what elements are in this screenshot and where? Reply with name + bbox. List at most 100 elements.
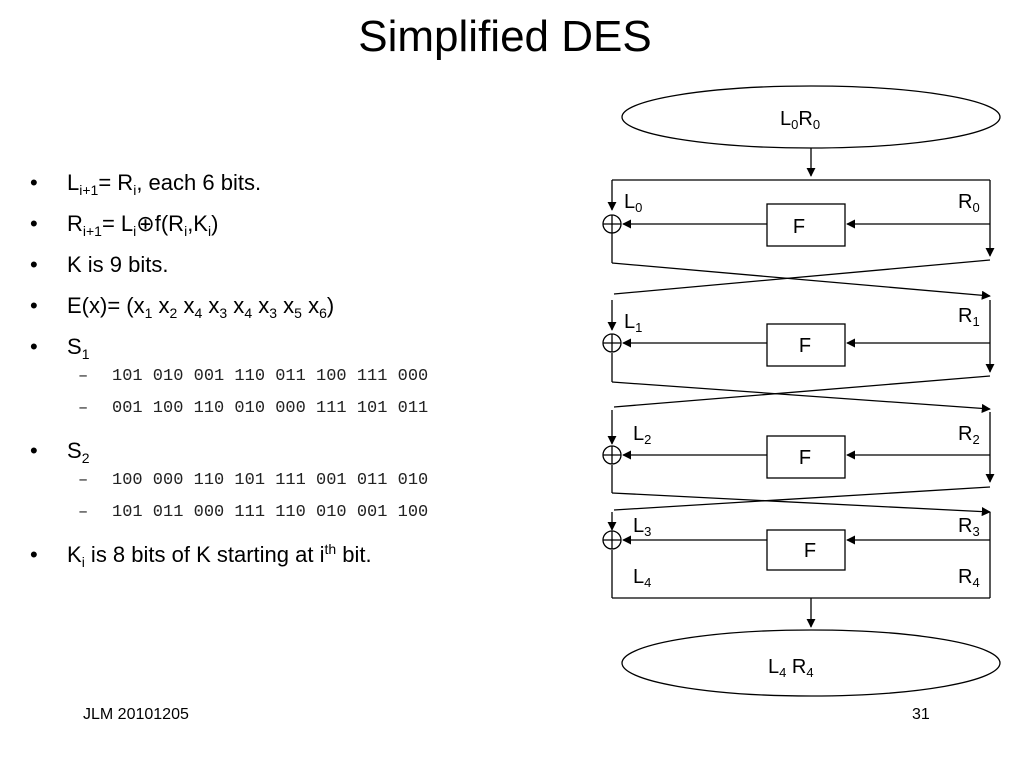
top-oval-label: L0R0 xyxy=(780,108,820,132)
sub: 6 xyxy=(319,305,327,321)
sub-i: i xyxy=(207,223,212,239)
dash: – xyxy=(78,367,89,386)
sbox-values: 001 100 110 010 000 111 101 011 xyxy=(112,399,429,418)
bullet-l-recurrence: • Li+1= Ri, each 6 bits. xyxy=(30,170,590,198)
bullet-dot: • xyxy=(30,293,38,318)
footer-author-date: JLM 20101205 xyxy=(83,706,189,723)
sub: i xyxy=(81,554,85,570)
text-x: x xyxy=(177,293,195,318)
sub: 1 xyxy=(81,346,90,362)
sbox-2-row-1: – 100 000 110 101 111 001 011 010 xyxy=(30,470,590,492)
dash: – xyxy=(78,399,89,418)
text-key-size: K is 9 bits. xyxy=(67,252,169,277)
f-box-2 xyxy=(766,323,846,367)
bottom-oval-label: L4 R4 xyxy=(768,656,814,680)
sbox-values: 100 000 110 101 111 001 011 010 xyxy=(112,471,429,490)
sub: 3 xyxy=(219,305,228,321)
sbox-values: 101 011 000 111 110 010 001 100 xyxy=(112,503,429,522)
text-e: E(x)= (x xyxy=(67,293,145,318)
xor-icon xyxy=(602,333,622,353)
bullet-sbox-2: • S2 xyxy=(30,438,590,466)
text-rest: , each 6 bits. xyxy=(136,170,262,195)
bullet-sbox-1: • S1 xyxy=(30,334,590,362)
sub-i: i xyxy=(133,223,137,239)
round-3 xyxy=(607,412,995,517)
text-eq-l: = L xyxy=(101,211,134,236)
f-box-3 xyxy=(766,435,846,479)
left-label-2: L2 xyxy=(633,423,651,447)
text-x: x xyxy=(277,293,295,318)
bullet-dot: • xyxy=(30,170,38,195)
left-label-0: L0 xyxy=(624,191,642,215)
text-x: x xyxy=(227,293,245,318)
bullet-r-recurrence: • Ri+1= Li⊕f(Ri,Ki) xyxy=(30,211,590,239)
round-1 xyxy=(607,180,995,300)
text-f: f(R xyxy=(154,211,185,236)
sub: 2 xyxy=(81,450,90,466)
text-s: S xyxy=(67,334,82,359)
bottom-oval xyxy=(621,629,1001,697)
f-box-4 xyxy=(766,529,846,571)
bullet-expansion: • E(x)= (x1 x2 x4 x3 x4 x3 x5 x6) xyxy=(30,293,590,321)
sub: 4 xyxy=(244,305,253,321)
bullet-dot: • xyxy=(30,211,38,236)
text-s: S xyxy=(67,438,82,463)
sbox-1-row-1: – 101 010 001 110 011 100 111 000 xyxy=(30,366,590,388)
text-end: bit. xyxy=(336,542,372,567)
text-eq-r: = R xyxy=(98,170,134,195)
bullet-dot: • xyxy=(30,542,38,567)
sub-i: i xyxy=(133,182,137,198)
sbox-values: 101 010 001 110 011 100 111 000 xyxy=(112,367,429,386)
dash: – xyxy=(78,471,89,490)
round-2 xyxy=(607,300,995,413)
xor-icon xyxy=(602,445,622,465)
f-box-label: F xyxy=(804,540,816,562)
sub: 3 xyxy=(269,305,278,321)
text-x: x xyxy=(152,293,170,318)
right-label-1: R1 xyxy=(958,305,980,329)
bullet-dot: • xyxy=(30,334,38,359)
sub-i: i xyxy=(184,223,188,239)
round-4 xyxy=(607,512,991,598)
sub-i1: i+1 xyxy=(79,182,99,198)
text-x: x xyxy=(252,293,270,318)
slide-title: Simplified DES xyxy=(358,12,652,61)
dash: – xyxy=(78,503,89,522)
bullet-key-size: • K is 9 bits. xyxy=(30,252,590,278)
sbox-1-row-2: – 001 100 110 010 000 111 101 011 xyxy=(30,398,590,420)
bullet-dot: • xyxy=(30,252,38,277)
sub: 2 xyxy=(169,305,178,321)
sup: th xyxy=(324,541,337,557)
text-k: ,K xyxy=(187,211,208,236)
sub-i1: i+1 xyxy=(82,223,102,239)
left-label-4: L4 xyxy=(633,566,651,590)
right-label-4: R4 xyxy=(958,566,980,590)
sub: 1 xyxy=(144,305,153,321)
text-r: R xyxy=(67,211,83,236)
bullet-list: • Li+1= Ri, each 6 bits. • Ri+1= Li⊕f(Ri… xyxy=(30,170,590,583)
xor-symbol: ⊕ xyxy=(136,211,155,236)
f-box-1 xyxy=(766,203,846,247)
f-box-label: F xyxy=(799,335,811,357)
bullet-dot: • xyxy=(30,438,38,463)
xor-icon xyxy=(602,214,622,234)
xor-icon xyxy=(602,530,622,550)
f-box-label: F xyxy=(793,216,805,238)
right-label-2: R2 xyxy=(958,423,980,447)
text-close: ) xyxy=(326,293,335,318)
f-box-label: F xyxy=(799,447,811,469)
page-number: 31 xyxy=(912,706,930,723)
sbox-2-row-2: – 101 011 000 111 110 010 001 100 xyxy=(30,502,590,524)
right-label-0: R0 xyxy=(958,191,980,215)
text-mid: is 8 bits of K starting at i xyxy=(84,542,325,567)
text-x: x xyxy=(202,293,220,318)
text-k: K xyxy=(67,542,82,567)
left-label-3: L3 xyxy=(633,515,651,539)
left-label-1: L1 xyxy=(624,311,642,335)
sub: 4 xyxy=(194,305,203,321)
text-x: x xyxy=(301,293,320,318)
text-l: L xyxy=(67,170,80,195)
sub: 5 xyxy=(294,305,302,321)
text-close: ) xyxy=(211,211,219,236)
